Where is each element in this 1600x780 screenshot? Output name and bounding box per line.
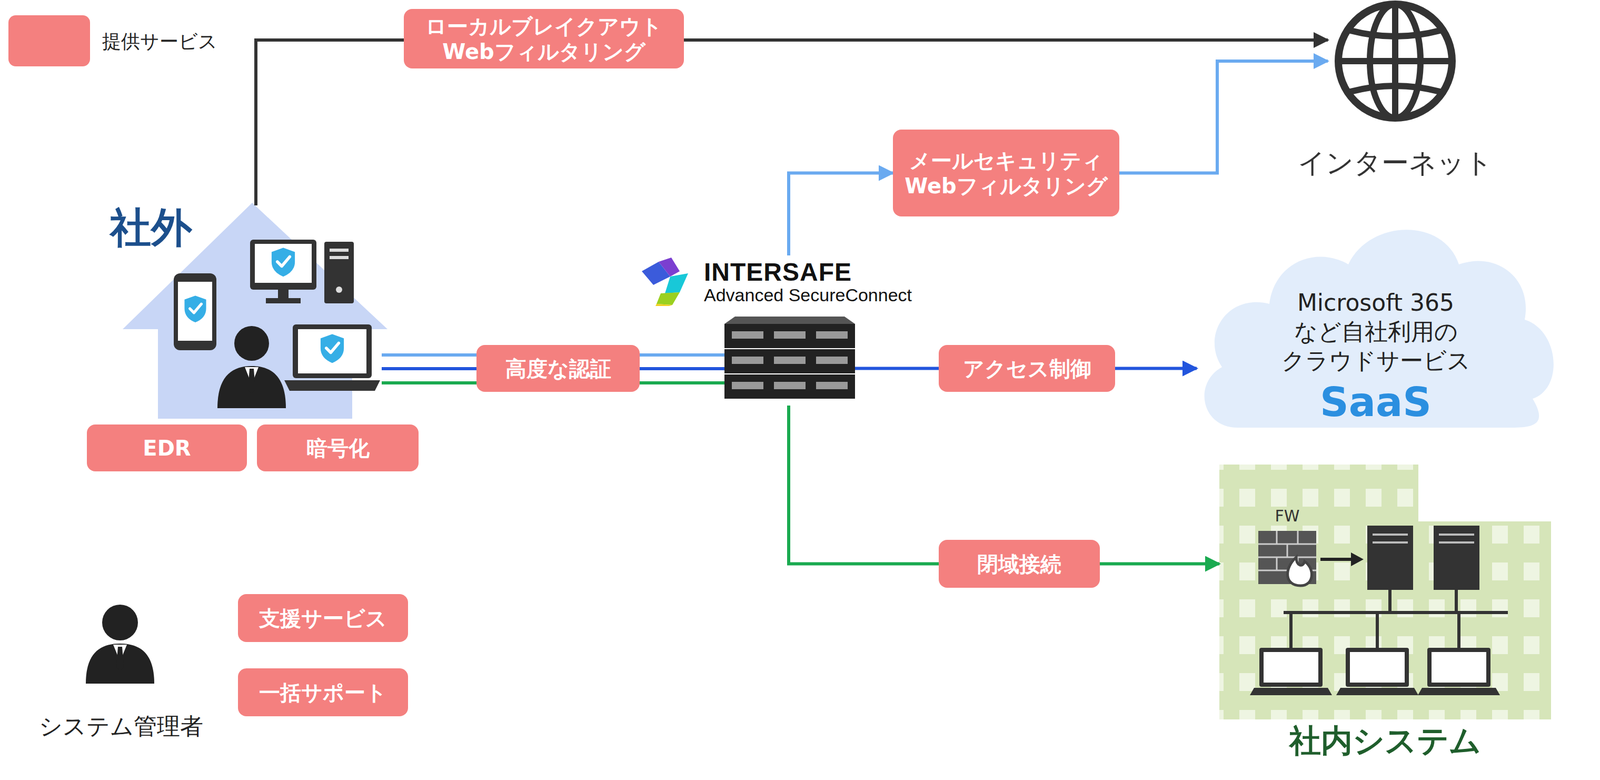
connector-line bbox=[639, 353, 725, 357]
connector bbox=[1099, 563, 1220, 564]
service-box: 閉域接続 bbox=[938, 539, 1100, 588]
node-text: 社内システム bbox=[1289, 721, 1482, 760]
service-box: 暗号化 bbox=[256, 424, 419, 472]
connector-line bbox=[639, 381, 725, 385]
connector-line bbox=[1099, 562, 1220, 566]
service-box: EDR bbox=[86, 424, 247, 472]
connector-line bbox=[255, 40, 404, 206]
connector bbox=[1119, 61, 1328, 174]
connector bbox=[855, 368, 939, 369]
connector bbox=[639, 354, 725, 383]
node-text: 支援サービス bbox=[259, 605, 387, 631]
node-text: メールセキュリティ Webフィルタリング bbox=[902, 147, 1110, 199]
connector-line bbox=[381, 366, 477, 371]
connector bbox=[788, 405, 939, 564]
node-text: SaaS bbox=[1319, 378, 1432, 426]
connector bbox=[683, 40, 1328, 41]
service-box: アクセス制御 bbox=[938, 344, 1116, 392]
node-text: アクセス制御 bbox=[962, 355, 1092, 382]
connector bbox=[381, 354, 477, 383]
node-text: 一括サポート bbox=[259, 679, 387, 705]
saas-cloud: Microsoft 365 など自社利用の クラウドサービスSaaS bbox=[1195, 214, 1556, 429]
node-text: 暗号化 bbox=[306, 435, 370, 461]
node-text: インターネット bbox=[1297, 144, 1493, 182]
plain-label: FW bbox=[1266, 506, 1309, 525]
node-text: 閉域接続 bbox=[977, 551, 1062, 577]
service-box: 一括サポート bbox=[237, 668, 409, 717]
connector-line bbox=[855, 366, 939, 371]
node-text: 社外 bbox=[110, 205, 382, 251]
connector bbox=[788, 173, 893, 256]
gateway-appliance: INTERSAFEAdvanced SecureConnect bbox=[637, 255, 949, 406]
service-box: 高度な認証 bbox=[476, 344, 640, 392]
plain-label: システム管理者 bbox=[21, 710, 222, 742]
service-box: ローカルブレイクアウト Webフィルタリング bbox=[403, 8, 684, 69]
node-text: ローカルブレイクアウト Webフィルタリング bbox=[413, 13, 675, 65]
node-text: Microsoft 365 など自社利用の クラウドサービス bbox=[1273, 287, 1479, 375]
node-text: 高度な認証 bbox=[505, 355, 612, 382]
server-icon bbox=[724, 316, 856, 401]
connector bbox=[255, 40, 404, 206]
legend-swatch bbox=[8, 15, 91, 67]
globe-icon bbox=[1297, 0, 1493, 127]
connector-line bbox=[1119, 61, 1328, 174]
connector-line bbox=[381, 353, 477, 357]
node-text: Advanced SecureConnect bbox=[703, 285, 912, 304]
internet-globe: インターネット bbox=[1297, 0, 1493, 182]
service-box: 支援サービス bbox=[237, 593, 409, 642]
node-text: INTERSAFE bbox=[703, 259, 852, 285]
connector-line bbox=[788, 173, 893, 256]
connector-line bbox=[683, 38, 1328, 42]
outside-house: 社外 bbox=[110, 205, 382, 419]
admin-person-icon bbox=[85, 604, 155, 684]
service-box: メールセキュリティ Webフィルタリング bbox=[892, 129, 1120, 217]
logo-mark bbox=[637, 255, 699, 306]
building-illustration bbox=[1219, 464, 1552, 720]
connector bbox=[1115, 368, 1197, 369]
legend-text: 提供サービス bbox=[102, 28, 218, 55]
connector-line bbox=[1115, 366, 1197, 371]
connector-line bbox=[639, 366, 725, 371]
connector-line bbox=[788, 405, 939, 564]
node-text: EDR bbox=[142, 435, 191, 461]
internal-system-building: 社内システム bbox=[1219, 464, 1552, 760]
connector-line bbox=[381, 381, 477, 385]
